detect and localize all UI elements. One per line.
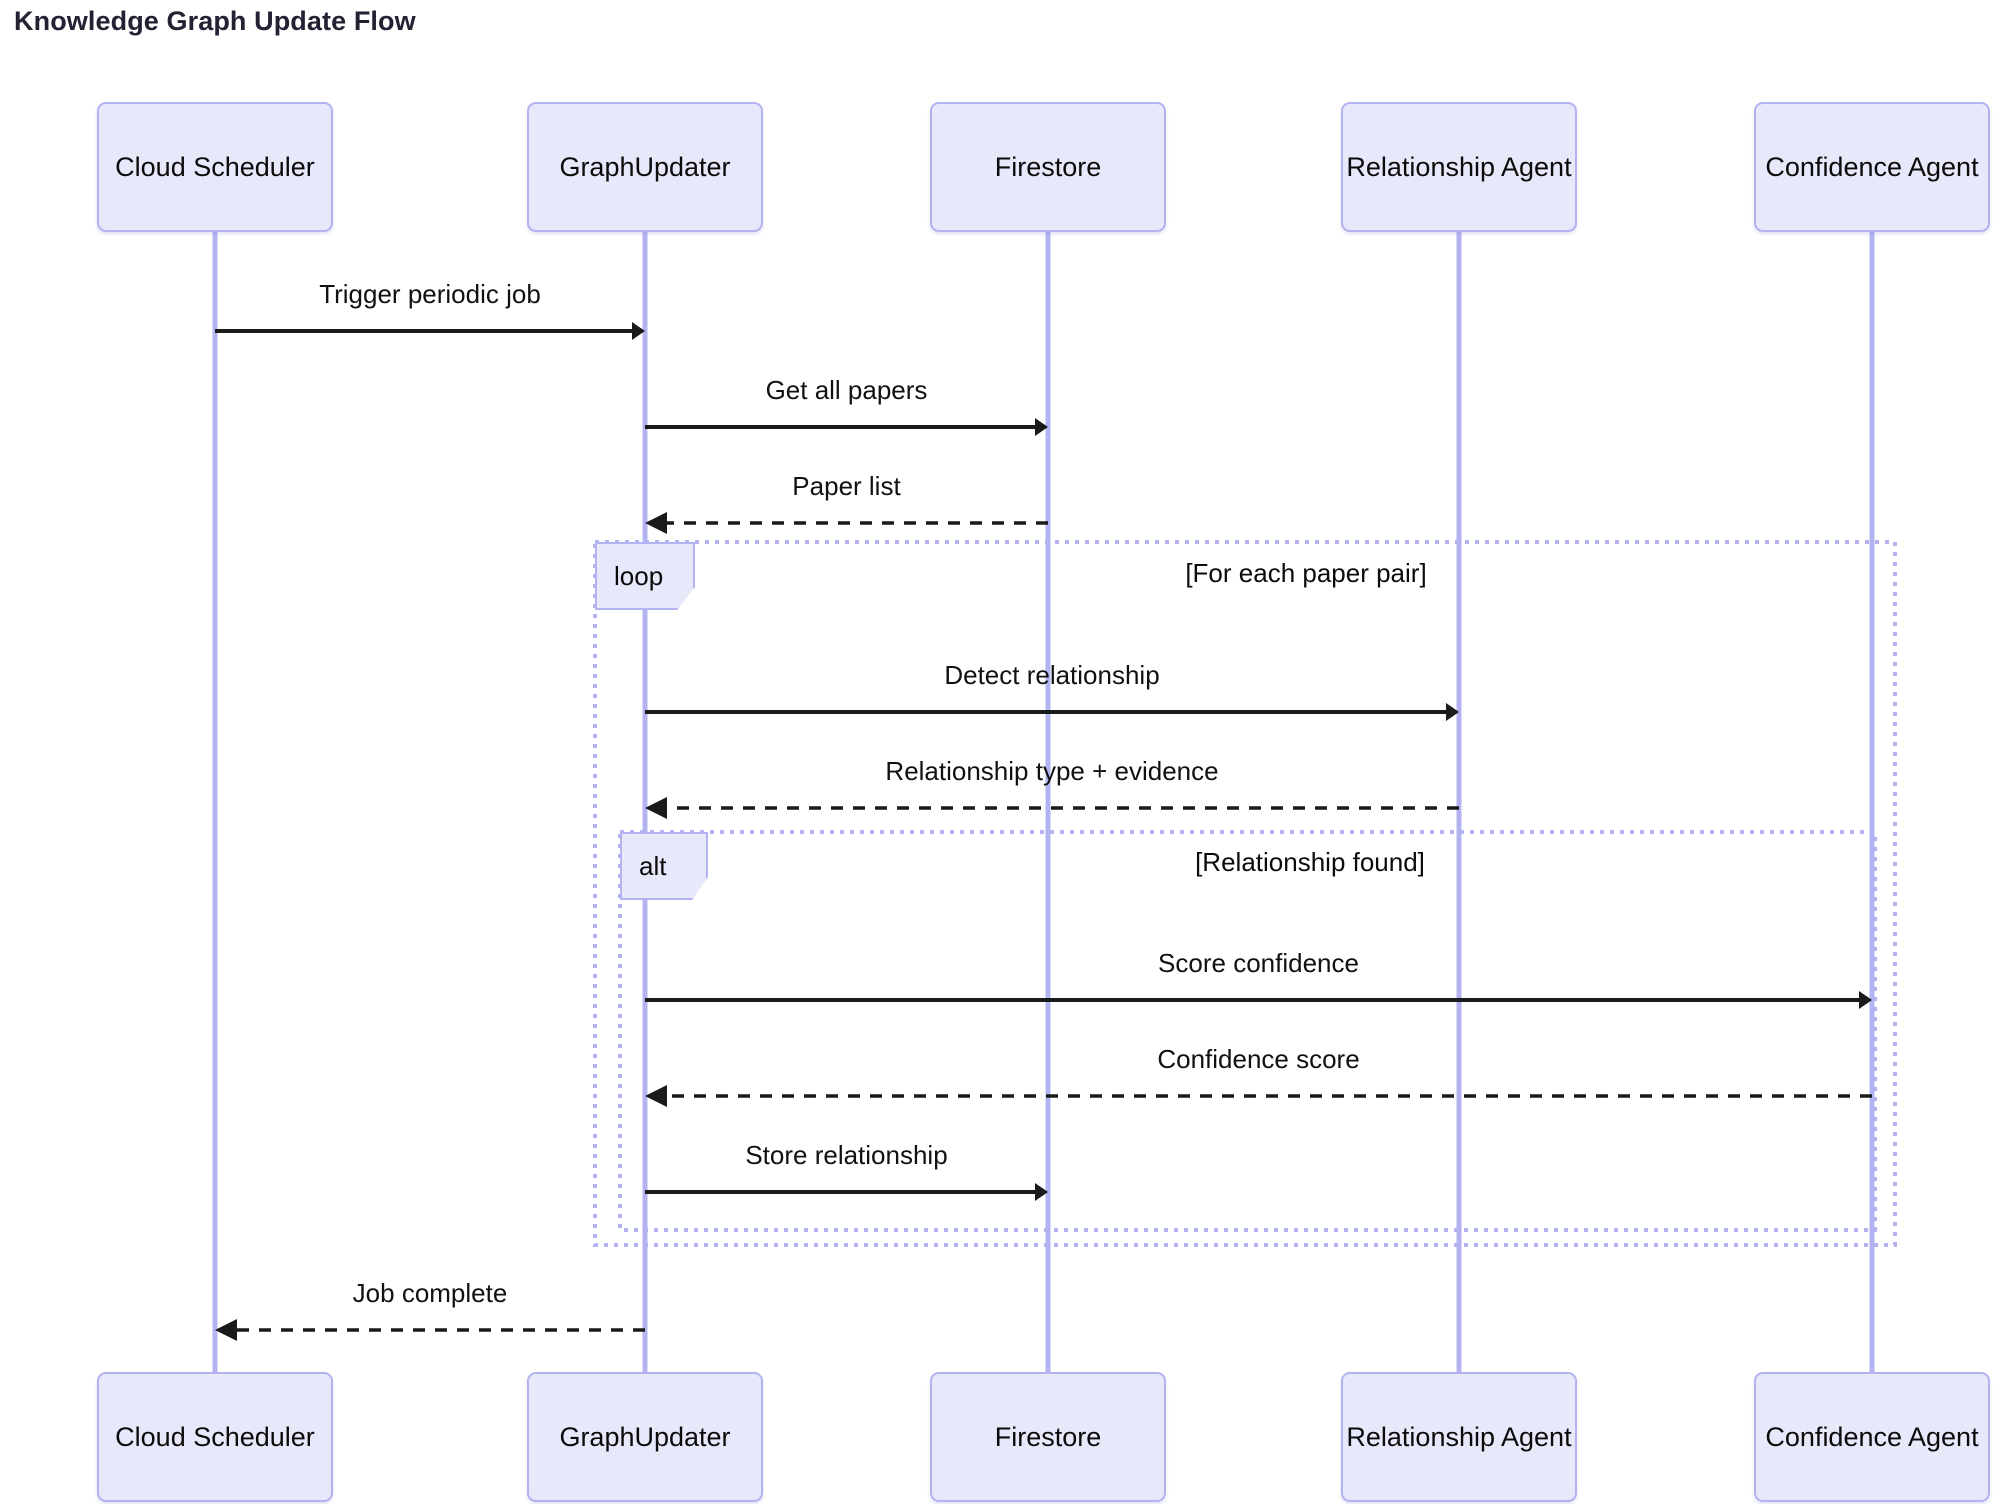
participant-box-confidence_agent-top[interactable]: Confidence Agent bbox=[1754, 102, 1990, 232]
message-label-m6: Score confidence bbox=[1158, 948, 1359, 978]
participant-label: Relationship Agent bbox=[1346, 151, 1572, 182]
participant-label: Cloud Scheduler bbox=[115, 1421, 315, 1452]
message-arrowhead-m5 bbox=[645, 797, 667, 819]
message-arrowhead-m6 bbox=[1859, 991, 1872, 1009]
fragment-tag-loop: loop bbox=[595, 542, 695, 610]
message-label-m9: Job complete bbox=[352, 1278, 508, 1308]
participant-label: Cloud Scheduler bbox=[115, 151, 315, 182]
message-arrowhead-m7 bbox=[645, 1085, 667, 1107]
participant-label: GraphUpdater bbox=[559, 151, 731, 182]
message-label-m1: Trigger periodic job bbox=[319, 279, 541, 309]
participant-box-graphupdater-top[interactable]: GraphUpdater bbox=[527, 102, 763, 232]
participant-box-firestore-top[interactable]: Firestore bbox=[930, 102, 1166, 232]
fragment-frame-loop bbox=[593, 540, 1897, 1247]
participant-box-confidence_agent-bottom[interactable]: Confidence Agent bbox=[1754, 1372, 1990, 1502]
participant-box-relationship_agent-bottom[interactable]: Relationship Agent bbox=[1341, 1372, 1577, 1502]
message-arrowhead-m2 bbox=[1035, 418, 1048, 436]
participant-label: GraphUpdater bbox=[559, 1421, 731, 1452]
message-arrows-group bbox=[215, 322, 1872, 1341]
message-arrowhead-m9 bbox=[215, 1319, 237, 1341]
participant-box-scheduler-bottom[interactable]: Cloud Scheduler bbox=[97, 1372, 333, 1502]
message-arrowhead-m8 bbox=[1035, 1183, 1048, 1201]
fragment-tag-alt: alt bbox=[620, 832, 708, 900]
fragment-condition-loop: [For each paper pair] bbox=[1185, 558, 1427, 588]
participant-label: Firestore bbox=[994, 151, 1102, 182]
message-label-m3: Paper list bbox=[792, 471, 901, 501]
participant-box-relationship_agent-top[interactable]: Relationship Agent bbox=[1341, 102, 1577, 232]
message-label-m8: Store relationship bbox=[745, 1140, 948, 1170]
participant-box-scheduler-top[interactable]: Cloud Scheduler bbox=[97, 102, 333, 232]
fragment-tag-label: loop bbox=[614, 560, 664, 591]
fragment-frames-group bbox=[593, 540, 1897, 1247]
participant-label: Confidence Agent bbox=[1765, 151, 1979, 182]
participant-label: Confidence Agent bbox=[1765, 1421, 1979, 1452]
page-title: Knowledge Graph Update Flow bbox=[14, 6, 416, 36]
message-arrowhead-m1 bbox=[632, 322, 645, 340]
fragment-tag-label: alt bbox=[639, 850, 667, 881]
participant-box-firestore-bottom[interactable]: Firestore bbox=[930, 1372, 1166, 1502]
message-arrowhead-m4 bbox=[1446, 703, 1459, 721]
lifelines-group bbox=[212, 232, 1875, 1372]
participant-label: Firestore bbox=[994, 1421, 1102, 1452]
fragment-frame-alt bbox=[618, 830, 1877, 1232]
message-label-m5: Relationship type + evidence bbox=[885, 756, 1219, 786]
message-label-m2: Get all papers bbox=[765, 375, 928, 405]
message-label-m7: Confidence score bbox=[1157, 1044, 1360, 1074]
message-label-m4: Detect relationship bbox=[944, 660, 1160, 690]
participant-box-graphupdater-bottom[interactable]: GraphUpdater bbox=[527, 1372, 763, 1502]
message-arrowhead-m3 bbox=[645, 512, 667, 534]
participant-label: Relationship Agent bbox=[1346, 1421, 1572, 1452]
fragment-condition-alt: [Relationship found] bbox=[1195, 847, 1425, 877]
